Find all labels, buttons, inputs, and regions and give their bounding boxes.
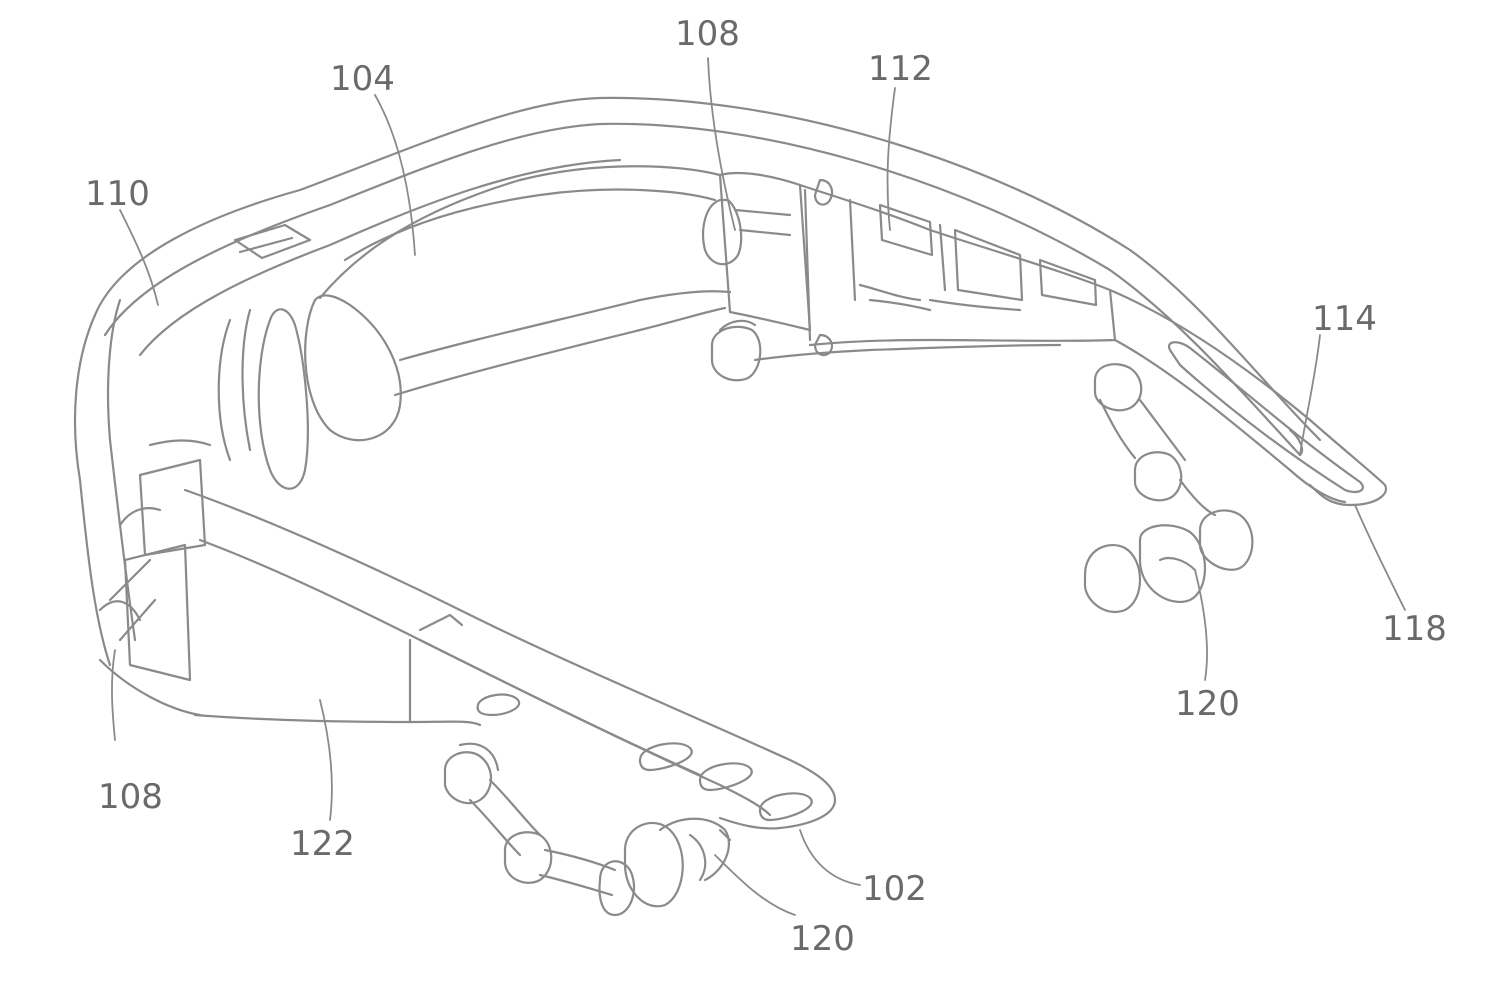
label-110: 110: [85, 174, 150, 214]
nose-pads: [217, 294, 402, 490]
label-118: 118: [1382, 609, 1447, 649]
label-114: 114: [1312, 299, 1377, 339]
left-temple-arm: [183, 488, 837, 830]
reference-labels: 104 108 112 110 114 118 120 108 122 102 …: [85, 14, 1447, 959]
frame-top-band: [93, 96, 1322, 457]
label-120-bottom: 120: [790, 919, 855, 959]
label-108-bottom: 108: [98, 777, 163, 817]
label-112: 112: [868, 49, 933, 89]
right-electronics-112: [702, 171, 1117, 382]
right-temple-arm: [1108, 288, 1388, 507]
lens-104: [318, 165, 732, 397]
left-front-corner: [73, 298, 212, 717]
label-108-top: 108: [675, 14, 740, 54]
left-earpiece-120: [443, 742, 732, 917]
label-104: 104: [330, 59, 395, 99]
label-122: 122: [290, 824, 355, 864]
leader-lines: [111, 57, 1406, 916]
label-120-right: 120: [1175, 684, 1240, 724]
right-earpiece-120: [1083, 363, 1254, 613]
label-102: 102: [862, 869, 927, 909]
